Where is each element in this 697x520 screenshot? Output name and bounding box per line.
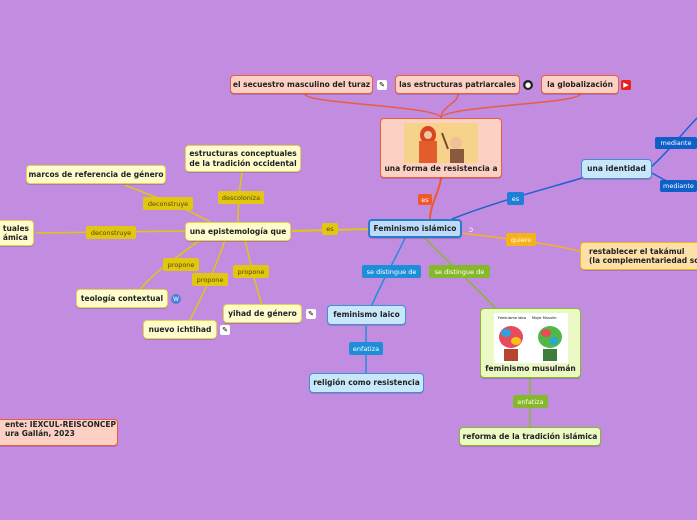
label-propone: propone <box>163 258 199 271</box>
img-text-right: Mujer Musulm <box>532 316 557 320</box>
label-es: es <box>418 194 432 205</box>
label-quiere: quiere <box>506 233 536 246</box>
wordpress-icon[interactable]: W <box>171 294 181 304</box>
label-propone: propone <box>233 265 269 278</box>
label-mediante: mediante <box>660 180 697 192</box>
node-globalizacion[interactable]: la globalización <box>541 75 619 94</box>
label-deconstruye: deconstruye <box>143 197 193 210</box>
label-es: es <box>322 223 338 235</box>
node-yihad-genero[interactable]: yihad de género <box>223 304 302 323</box>
youtube-icon[interactable]: ▶ <box>621 80 631 90</box>
node-estructuras-patriarcales[interactable]: las estructuras patriarcales <box>395 75 520 94</box>
node-nuevo-ichtihad[interactable]: nuevo ichtihad <box>143 320 217 339</box>
node-marcos-referencia[interactable]: marcos de referencia de género <box>26 165 166 184</box>
label-se-distingue-de: se distingue de <box>429 265 490 278</box>
source-note: ente: IEXCUL-REISCONCEP ura Gallán, 2023 <box>0 419 118 446</box>
label-enfatiza: enfatiza <box>349 342 383 355</box>
label-mediante: mediante <box>655 137 697 149</box>
node-estructuras-conceptuales[interactable]: estructuras conceptuales de la tradición… <box>185 145 301 172</box>
resistance-illustration <box>404 123 478 163</box>
central-topic[interactable]: Feminismo islámico <box>368 219 462 238</box>
ai-icon[interactable]: ✎ <box>306 309 316 319</box>
label-deconstruye: deconstruye <box>86 226 136 239</box>
node-teologia-contextual[interactable]: teología contextual <box>76 289 168 308</box>
node-epistemologia[interactable]: una epistemología que <box>185 222 291 241</box>
wordpress-icon[interactable]: ↄ <box>468 224 474 234</box>
central-topic-label: Feminismo islámico <box>373 223 457 233</box>
node-truncated-left[interactable]: tuales ámica <box>0 220 34 246</box>
label-es: es <box>507 192 524 205</box>
brains-illustration: Feminismo laico Mujer Musulm <box>494 313 568 363</box>
ai-icon[interactable]: ✎ <box>220 325 230 335</box>
label-enfatiza: enfatiza <box>513 395 548 408</box>
node-takamul[interactable]: restablecer el takámul (la complementari… <box>580 242 697 270</box>
github-icon[interactable]: ● <box>523 80 533 90</box>
node-secuestro[interactable]: el secuestro masculino del turaz <box>230 75 373 94</box>
label-propone: propone <box>192 273 228 286</box>
label-descoloniza: descoloniza <box>218 191 264 204</box>
node-religion-resistencia[interactable]: religión como resistencia <box>309 373 424 393</box>
node-identidad[interactable]: una identidad <box>581 159 652 179</box>
node-reforma-tradicion[interactable]: reforma de la tradición islámica <box>459 427 601 446</box>
node-feminismo-laico[interactable]: feminismo laico <box>327 305 406 325</box>
img-text-left: Feminismo laico <box>498 316 526 320</box>
ai-icon[interactable]: ✎ <box>377 80 387 90</box>
label-se-distingue-de: se distingue de <box>362 265 421 278</box>
